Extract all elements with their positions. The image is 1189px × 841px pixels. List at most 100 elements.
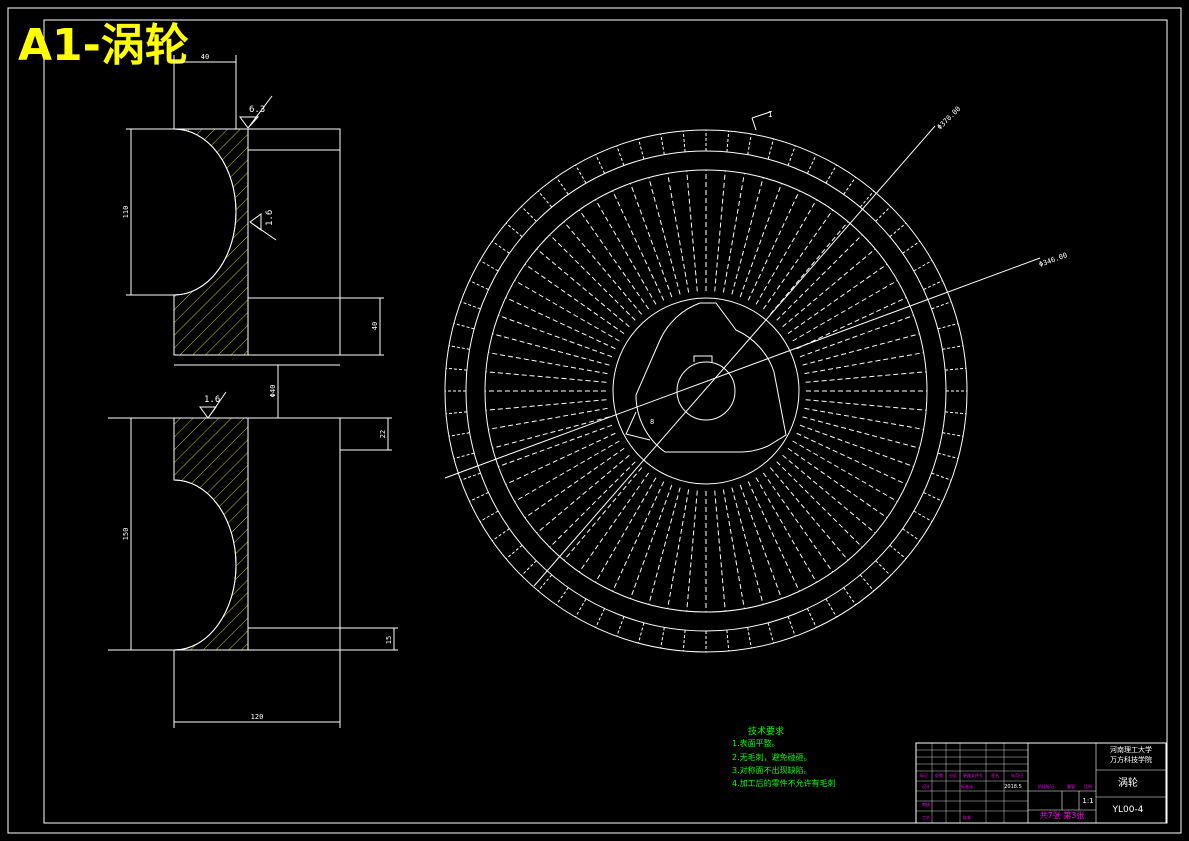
school-line-2: 万方科技学院 [1110, 755, 1152, 764]
dim-text-outer-diameter: Φ370.00 [936, 105, 963, 132]
keyway [693, 355, 713, 362]
roughness-symbol-lower [199, 391, 227, 419]
tooth-line [686, 490, 698, 612]
role-label-process: 工艺 [922, 815, 930, 820]
rim-tick [726, 630, 730, 652]
tooth-line [514, 280, 620, 342]
tooth-line [524, 447, 625, 519]
tooth-line [667, 489, 690, 609]
tooth-line [762, 472, 834, 573]
tooth-line [549, 461, 636, 548]
tooth-line [804, 352, 924, 375]
tooth-line [769, 467, 849, 561]
tooth-line [578, 472, 650, 573]
scale-value: 1:1 [1082, 797, 1093, 805]
dim-text-overall-width: 120 [251, 713, 264, 721]
tooth-line [686, 170, 698, 292]
role-label-review: 审核 [922, 801, 930, 807]
tooth-line [722, 489, 745, 609]
rim-tick [923, 280, 943, 291]
rim-tick [767, 622, 775, 644]
rim-tick [913, 260, 933, 272]
tooth-line [776, 461, 863, 548]
tooth-line [792, 280, 898, 342]
flag-label: I [768, 110, 773, 119]
rim-tick [902, 528, 921, 542]
tooth-line [755, 477, 817, 583]
rim-tick [682, 630, 686, 652]
rim-tick [460, 472, 481, 481]
rim-tick [747, 133, 752, 155]
rim-tick [889, 222, 907, 238]
tooth-line [739, 484, 783, 599]
rim-tick [726, 130, 730, 152]
rim-tick [491, 528, 510, 542]
rim-tick [445, 367, 467, 371]
tooth-line [629, 484, 673, 599]
tooth-line [787, 447, 888, 519]
rim-tick [469, 491, 489, 502]
rim-tick [445, 411, 467, 415]
dim-text-left-lower: 150 [122, 528, 130, 541]
tooth-line [747, 481, 800, 592]
tooth-line [563, 467, 643, 561]
row-label-5: 签名 [991, 772, 999, 778]
rim-tick [875, 560, 891, 576]
rim-tick [537, 190, 553, 208]
rim-tick [931, 472, 952, 481]
rim-tick [889, 544, 907, 560]
role-label-standard: 标准化 [961, 783, 973, 789]
rim-tick [806, 608, 817, 628]
dim-text-top-width: 40 [201, 53, 209, 61]
rim-tick [453, 452, 475, 460]
tooth-line [524, 263, 625, 335]
upper-hatch-region [173, 128, 249, 356]
tech-note-2: 2.无毛刺，避免碰砸。 [732, 752, 812, 762]
front-view [444, 111, 1041, 653]
front-view-texts: Φ370.00 Φ346.00 8 I [650, 105, 1068, 426]
root-circle [484, 169, 928, 613]
lower-hatch-region [173, 417, 249, 651]
rim-ticks [445, 130, 967, 652]
tooth-line [802, 333, 920, 366]
tooth-line [648, 487, 681, 605]
tooth-line [731, 487, 764, 605]
rim-tick [931, 301, 952, 310]
stage-label-2: 重量 [1067, 783, 1075, 789]
rim-tick [859, 190, 875, 208]
trilobe-hub [635, 302, 787, 453]
stage-label-1: 阶段标记 [1038, 783, 1054, 789]
rim-tick [875, 206, 891, 222]
tooth-line [739, 183, 783, 298]
tooth-line [549, 234, 636, 321]
rim-tick [913, 510, 933, 522]
rim-tick [942, 432, 964, 437]
tooth-line [747, 190, 800, 301]
tooth-line [595, 477, 657, 583]
dim-text-left-upper: 110 [122, 206, 130, 219]
drawing-number: YL00-4 [1112, 805, 1144, 815]
tooth-line [714, 490, 726, 612]
tooth-line [769, 221, 849, 315]
tooth-line [714, 170, 726, 292]
rim-tick [937, 452, 959, 460]
dim-text-right-lower: 22 [379, 430, 387, 438]
bore-circle [676, 361, 736, 421]
rim-tick [859, 574, 875, 592]
tooth-line [488, 352, 608, 375]
leader-pitch-diameter [444, 257, 1041, 479]
roughness-text-lower: 1.6 [204, 395, 220, 405]
rim-tick [505, 222, 523, 238]
rim-tick [575, 164, 587, 184]
tooth-line [782, 248, 876, 328]
rim-tick [787, 145, 796, 166]
inner-border [43, 19, 1168, 824]
section-dim-texts: 40 110 150 40 Φ40 22 15 120 6.3 1.6 1.6 [122, 53, 393, 721]
tooth-line [578, 209, 650, 310]
rim-tick [555, 176, 569, 195]
rim-tick [637, 622, 645, 644]
rim-tick [460, 301, 481, 310]
tooth-line [485, 399, 607, 411]
rim-tick [843, 176, 857, 195]
tooth-line [731, 177, 764, 295]
